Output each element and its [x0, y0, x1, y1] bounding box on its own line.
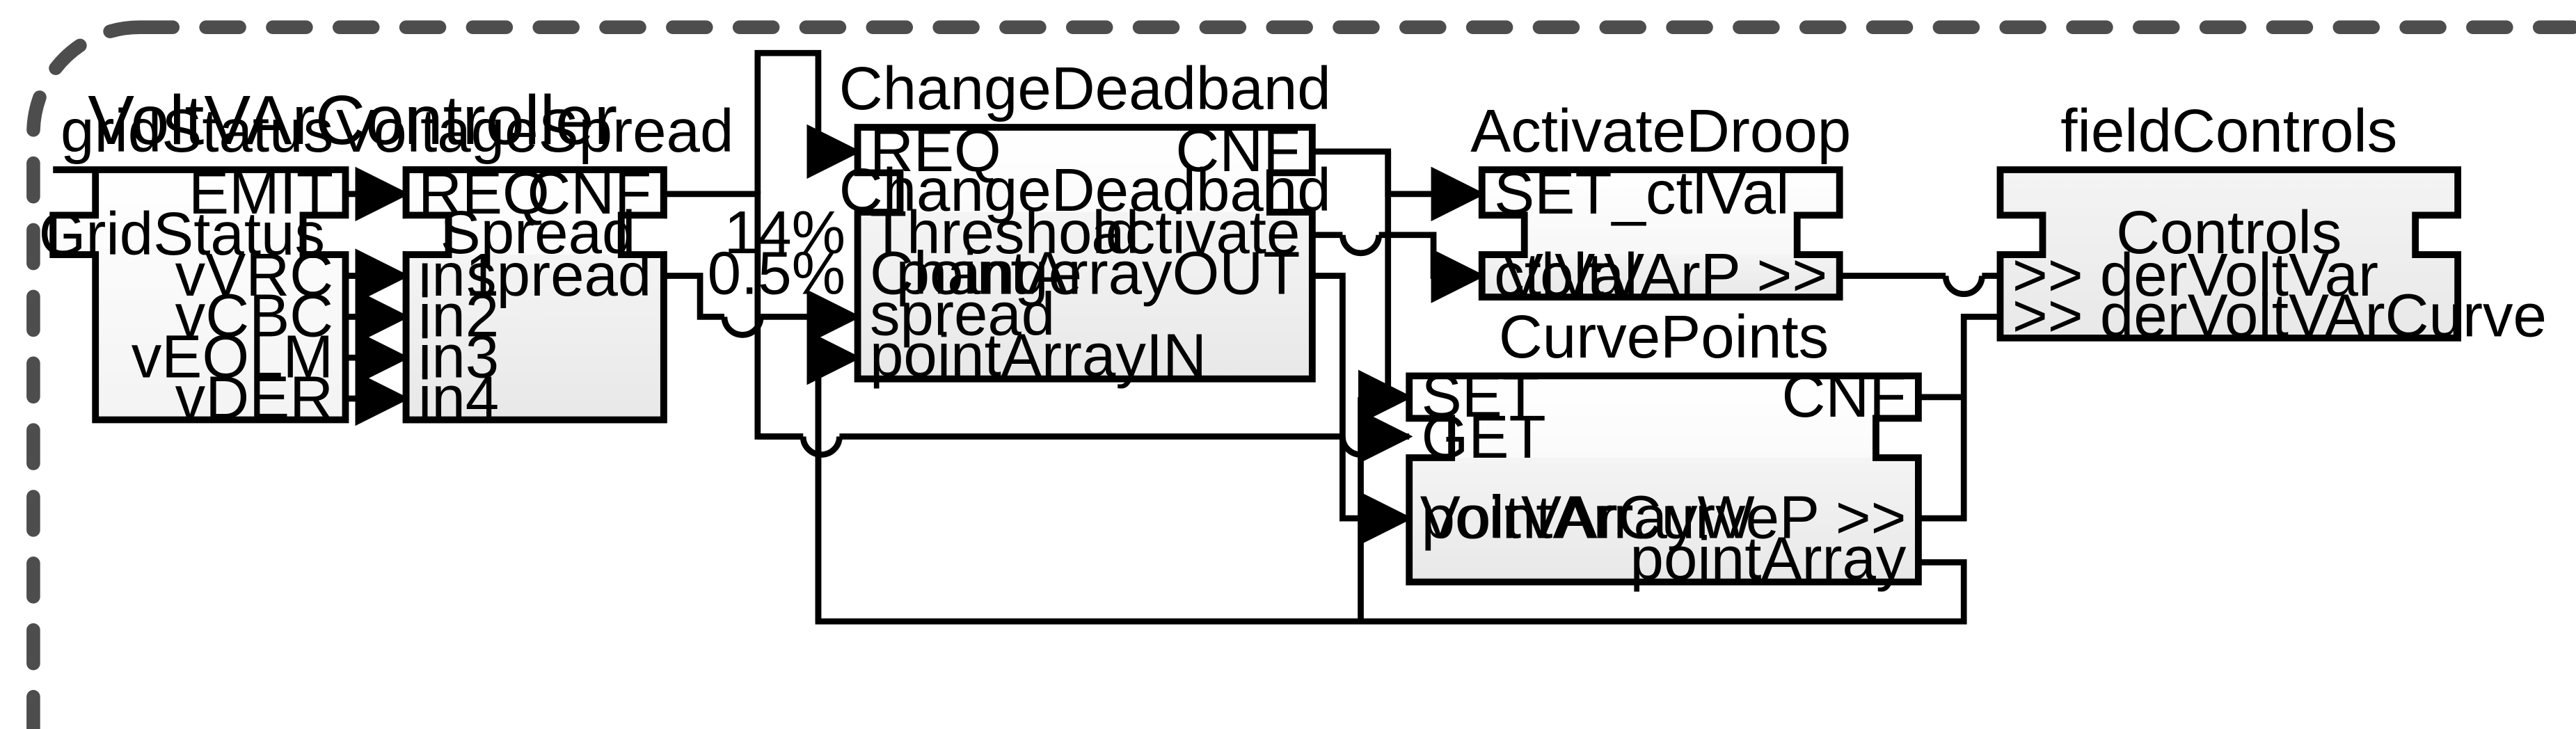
- activatedroop-port-ctlval[interactable]: ctlVal: [1494, 241, 1637, 309]
- changedeadband-port-activate[interactable]: activate: [1091, 199, 1300, 266]
- gridstatus-type-name: GridStatus: [39, 200, 325, 268]
- wire-cdcnf-to-curveset: [1358, 151, 1413, 425]
- curvepoints-port-cnf[interactable]: CNF: [1781, 362, 1906, 430]
- curvepoints-port-voltvarcurvep[interactable]: VoltVArCurveP >>: [1420, 483, 1907, 551]
- voltagespread-port-spread[interactable]: spread: [466, 241, 651, 309]
- curvepoints-instance-name: CurvePoints: [1499, 303, 1829, 371]
- gridstatus-instance-name: gridStatus: [61, 97, 333, 165]
- changedeadband-threshold-value: 14%: [724, 199, 845, 266]
- voltagespread-port-in1[interactable]: in1: [418, 241, 499, 309]
- changedeadband-instance-name: ChangeDeadband: [839, 55, 1331, 122]
- wire-pointarrayout-to-pointarrayw: [1312, 273, 1413, 546]
- wire-cnf-to-cdreq: [754, 49, 861, 194]
- changedeadband-port-cnf[interactable]: CNF: [1175, 117, 1300, 184]
- activatedroop-instance-name: ActivateDroop: [1470, 97, 1851, 165]
- voltagespread-port-in3[interactable]: in3: [418, 323, 499, 390]
- curvepoints-port-pointarrayw[interactable]: pointArrayW: [1422, 483, 1755, 551]
- block-fieldcontrols[interactable]: fieldControls Controls >> derVoltVar >> …: [1996, 97, 2547, 350]
- changedeadband-port-pointarrayin[interactable]: pointArrayIN: [870, 321, 1207, 389]
- activatedroop-outline: [1478, 166, 1843, 301]
- changedeadband-change-value: 0.5%: [708, 240, 846, 307]
- fieldcontrols-port-dervoltvarcurve[interactable]: >> derVoltVArCurve: [2012, 282, 2547, 350]
- changedeadband-port-req[interactable]: REQ: [870, 117, 1001, 184]
- block-changedeadband[interactable]: ChangeDeadband REQ CNF ChangeDeadband Th…: [708, 55, 1331, 389]
- changedeadband-port-spread[interactable]: spread: [870, 280, 1055, 348]
- fieldcontrols-instance-name: fieldControls: [2060, 97, 2397, 165]
- gridstatus-port-veolm[interactable]: vEOLM: [132, 323, 333, 390]
- gridstatus-port-vcbc[interactable]: vCBC: [175, 282, 333, 350]
- gridstatus-port-vvrc[interactable]: vVRC: [175, 241, 333, 309]
- changedeadband-port-pointarrayout[interactable]: pointArrayOUT: [896, 240, 1301, 307]
- voltagespread-port-in2[interactable]: in2: [418, 282, 499, 350]
- wire-hop-5: [1942, 275, 1985, 298]
- wire-cdcnf-to-set_ctlval: [1312, 148, 1486, 222]
- gridstatus-port-vder[interactable]: vDER: [175, 364, 333, 431]
- fieldcontrols-body: [1996, 166, 2462, 342]
- changedeadband-port-change[interactable]: Change: [870, 240, 1082, 307]
- voltagespread-port-cnf[interactable]: CNF: [527, 159, 651, 227]
- activatedroop-port-set-ctlval[interactable]: SET_ctlVal: [1494, 159, 1789, 227]
- changedeadband-port-threshold[interactable]: Threshold: [870, 199, 1139, 266]
- voltagespread-outline: [402, 166, 667, 424]
- curvepoints-port-pointarray[interactable]: pointArray: [1630, 524, 1907, 592]
- voltagespread-port-req[interactable]: REQ: [418, 159, 550, 227]
- voltagespread-instance-name: VoltageSpread: [336, 97, 733, 165]
- block-curvepoints[interactable]: CurvePoints SET GET CNF pointArrayW Volt…: [1406, 303, 1922, 592]
- curvepoints-port-set[interactable]: SET: [1422, 362, 1539, 430]
- voltagespread-port-in4[interactable]: in4: [418, 364, 499, 431]
- wire-activate-to-ctlval: [1378, 232, 1486, 303]
- wire-hop-1: [721, 317, 764, 338]
- wire-curvep-to-fc: [1918, 314, 2001, 522]
- activatedroop-port-voltvarp[interactable]: VoltVArP >>: [1503, 241, 1827, 309]
- fieldcontrols-port-dervoltvar[interactable]: >> derVoltVar: [2012, 241, 2378, 309]
- changedeadband-outline: [854, 124, 1316, 383]
- changedeadband-type-name: ChangeDeadband: [839, 157, 1331, 224]
- block-activatedroop[interactable]: ActivateDroop SET_ctlVal ctlVal VoltVArP…: [1470, 97, 1851, 309]
- curvepoints-outline: [1406, 372, 1922, 586]
- block-voltagespread[interactable]: VoltageSpread REQ CNF Spread in1 in2 in3…: [336, 97, 733, 431]
- gridstatus-port-emit[interactable]: EMIT: [189, 159, 333, 227]
- wire-hop-4: [1339, 234, 1383, 257]
- fieldcontrols-type-name: Controls: [2116, 199, 2342, 266]
- curvepoints-port-get[interactable]: GET: [1422, 403, 1546, 471]
- gridstatus-event-body: [49, 166, 349, 424]
- wire-spread-seg1: [663, 273, 724, 320]
- wire-pointarray-feedback: [806, 330, 1967, 625]
- page-title: VoltVArController: [88, 81, 617, 159]
- block-gridstatus[interactable]: gridStatus EMIT GridStatus vVRC vCBC vEO…: [39, 97, 349, 431]
- voltagespread-type-name: Spread: [440, 199, 636, 266]
